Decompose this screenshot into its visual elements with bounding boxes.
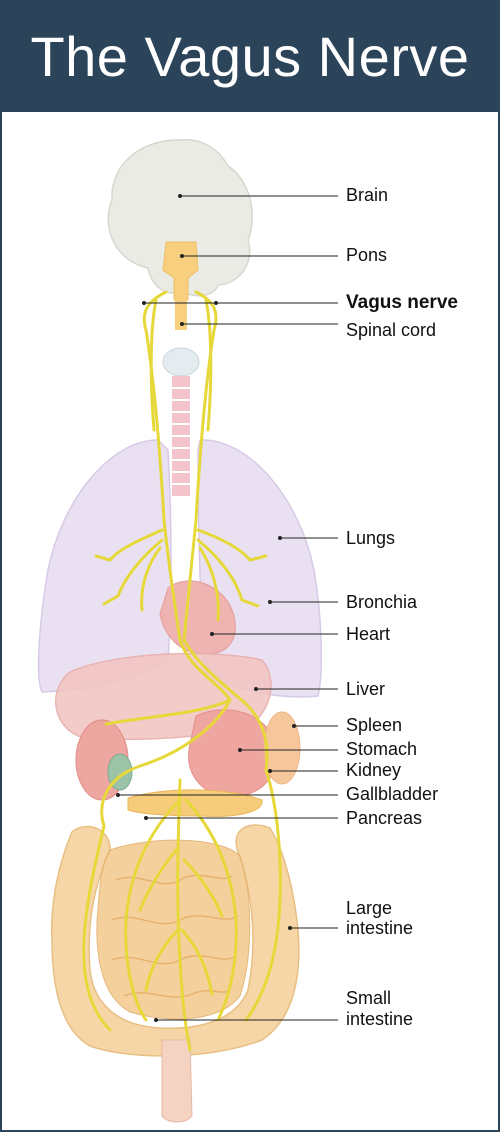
label-kidney: Kidney — [346, 760, 402, 780]
label-spleen: Spleen — [346, 715, 403, 735]
anatomy-illustration — [37, 138, 338, 1123]
left-lung-shape — [37, 439, 172, 693]
label-spinal-cord: Spinal cord — [346, 320, 437, 340]
label-liver: Liver — [346, 679, 386, 699]
label-pancreas: Pancreas — [346, 808, 423, 828]
page-title: The Vagus Nerve — [30, 25, 470, 88]
label-small-intestine-line1: Small — [346, 988, 392, 1008]
rectum-shape — [161, 1039, 193, 1123]
trachea-rings — [172, 387, 190, 485]
larynx-shape — [162, 347, 200, 377]
stomach-shape — [188, 709, 277, 797]
header-banner: The Vagus Nerve — [0, 0, 500, 112]
small-intestine-shape — [96, 839, 251, 1020]
label-vagus-nerve: Vagus nerve — [346, 292, 458, 313]
label-brain: Brain — [346, 185, 389, 205]
label-stomach: Stomach — [346, 739, 418, 759]
label-large-intestine-line1: Large — [346, 898, 393, 918]
pancreas-shape — [127, 789, 263, 817]
label-lungs: Lungs — [346, 528, 396, 548]
label-heart: Heart — [346, 624, 391, 644]
label-large-intestine-line2: intestine — [346, 918, 414, 938]
spleen-shape — [263, 711, 301, 785]
label-gallbladder: Gallbladder — [346, 784, 439, 804]
spinal-cord-shape — [175, 298, 187, 330]
label-pons: Pons — [346, 245, 388, 265]
label-bronchia: Bronchia — [346, 592, 418, 612]
leader-lines — [118, 195, 338, 1021]
label-small-intestine-line2: intestine — [346, 1009, 414, 1029]
large-intestine-shape — [50, 824, 300, 1057]
vagus-nerve-network — [82, 290, 282, 1052]
